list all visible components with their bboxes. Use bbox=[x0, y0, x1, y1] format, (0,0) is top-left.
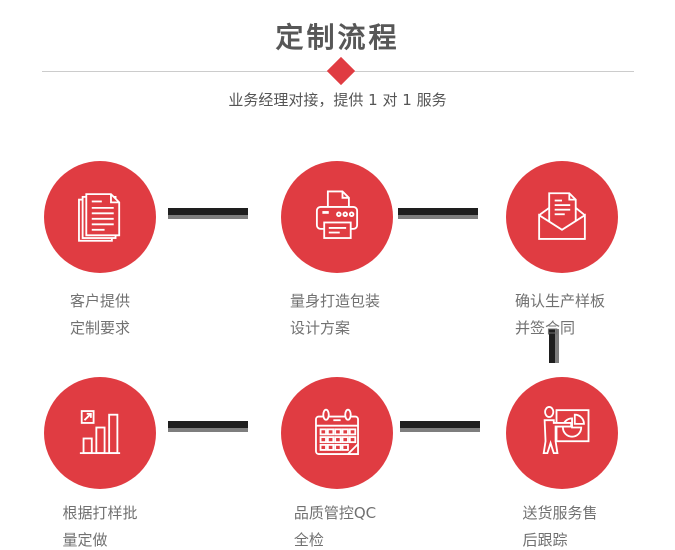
presentation-pie-icon bbox=[542, 406, 590, 455]
step-label-3: 确认生产样板 并签合同 bbox=[470, 288, 650, 342]
section-title: 定制流程 bbox=[275, 21, 400, 54]
step-label-line: 并签合同 bbox=[514, 319, 575, 337]
step-label-6: 送货服务售 后跟踪 bbox=[470, 500, 650, 550]
step-label-line: 确认生产样板 bbox=[514, 292, 605, 310]
section-subtitle: 业务经理对接，提供 1 对 1 服务 bbox=[228, 91, 447, 109]
connector-step1-step2 bbox=[168, 208, 248, 219]
open-envelope-icon bbox=[538, 192, 586, 240]
step-circle-1 bbox=[44, 161, 156, 273]
step-label-1: 客户提供 定制要求 bbox=[10, 288, 190, 342]
step-circle-3 bbox=[506, 161, 618, 273]
step-label-line: 品质管控QC bbox=[293, 504, 377, 522]
step-label-2: 量身打造包装 设计方案 bbox=[245, 288, 425, 342]
bar-chart-growth-icon bbox=[79, 410, 121, 455]
printer-icon bbox=[315, 190, 359, 239]
step-label-line: 全检 bbox=[293, 531, 324, 549]
step-label-line: 客户提供 bbox=[69, 292, 130, 310]
connector-step4-step5 bbox=[168, 421, 248, 432]
step-label-line: 设计方案 bbox=[289, 319, 350, 337]
step-circle-5 bbox=[281, 377, 393, 489]
step-circle-2 bbox=[281, 161, 393, 273]
step-label-line: 根据打样批 bbox=[62, 504, 138, 522]
step-circle-6 bbox=[506, 377, 618, 489]
calendar-icon bbox=[315, 408, 359, 455]
step-circle-4 bbox=[44, 377, 156, 489]
step-label-line: 送货服务售 bbox=[522, 504, 598, 522]
connector-step2-step3 bbox=[398, 208, 478, 219]
step-label-5: 品质管控QC 全检 bbox=[245, 500, 425, 550]
step-label-4: 根据打样批 量定做 bbox=[10, 500, 190, 550]
step-label-line: 后跟踪 bbox=[522, 531, 568, 549]
diamond-icon bbox=[326, 56, 356, 86]
step-label-line: 量身打造包装 bbox=[289, 292, 380, 310]
connector-step5-step6 bbox=[400, 421, 480, 432]
step-label-line: 量定做 bbox=[62, 531, 108, 549]
step-label-line: 定制要求 bbox=[69, 319, 130, 337]
documents-stack-icon bbox=[78, 193, 121, 242]
connector-step3-step6 bbox=[549, 329, 559, 363]
